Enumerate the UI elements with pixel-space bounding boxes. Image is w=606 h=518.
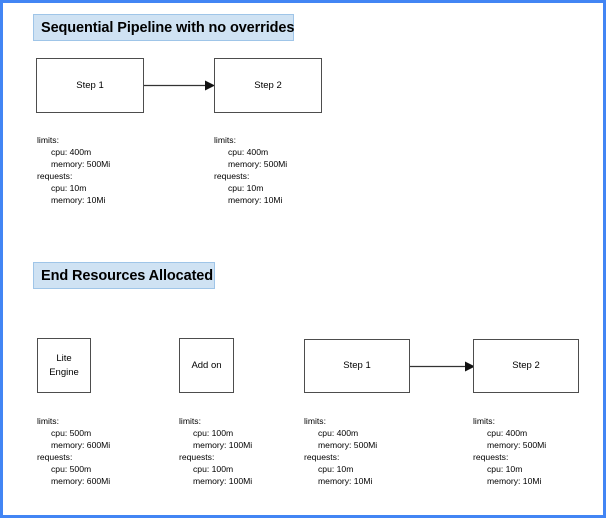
resource-block-step-2-bottom: limits: cpu: 400m memory: 500Mi requests… (473, 415, 546, 487)
requests-memory: memory: 10Mi (487, 476, 542, 487)
limits-label: limits: (37, 416, 59, 426)
requests-cpu: cpu: 100m (193, 464, 234, 475)
node-step-1-top[interactable]: Step 1 (36, 58, 144, 113)
limits-label: limits: (304, 416, 326, 426)
resource-block-step-1-top: limits: cpu: 400m memory: 500Mi requests… (37, 134, 110, 206)
requests-cpu: cpu: 10m (228, 183, 264, 194)
limits-label: limits: (179, 416, 201, 426)
node-step-1-bottom[interactable]: Step 1 (304, 339, 410, 393)
section-header-sequential-pipeline: Sequential Pipeline with no overrides (33, 14, 294, 41)
limits-memory: memory: 500Mi (228, 159, 288, 170)
resource-block-step-2-top: limits: cpu: 400m memory: 500Mi requests… (214, 134, 287, 206)
requests-memory: memory: 10Mi (228, 195, 283, 206)
limits-cpu: cpu: 400m (228, 147, 269, 158)
limits-label: limits: (37, 135, 59, 145)
node-step-2-bottom[interactable]: Step 2 (473, 339, 579, 393)
resource-block-step-1-bottom: limits: cpu: 400m memory: 500Mi requests… (304, 415, 377, 487)
limits-cpu: cpu: 400m (51, 147, 92, 158)
node-step-2-top[interactable]: Step 2 (214, 58, 322, 113)
node-label-line1: Lite (56, 352, 72, 364)
limits-cpu: cpu: 400m (318, 428, 359, 439)
requests-cpu: cpu: 500m (51, 464, 92, 475)
section-header-end-resources-allocated: End Resources Allocated (33, 262, 215, 289)
limits-label: limits: (214, 135, 236, 145)
section-header-label: End Resources Allocated (41, 267, 214, 284)
requests-label: requests: (473, 452, 509, 463)
limits-memory: memory: 500Mi (51, 159, 111, 170)
node-label-line1: Step 2 (254, 79, 282, 91)
limits-memory: memory: 600Mi (51, 440, 111, 451)
requests-cpu: cpu: 10m (487, 464, 523, 475)
resource-block-lite-engine: limits: cpu: 500m memory: 600Mi requests… (37, 415, 110, 487)
limits-cpu: cpu: 500m (51, 428, 92, 439)
requests-label: requests: (37, 171, 73, 182)
limits-cpu: cpu: 400m (487, 428, 528, 439)
node-label-line1: Step 2 (512, 360, 540, 372)
requests-memory: memory: 10Mi (318, 476, 373, 487)
node-add-on[interactable]: Add on (179, 338, 234, 393)
requests-memory: memory: 600Mi (51, 476, 111, 487)
requests-label: requests: (37, 452, 73, 463)
limits-memory: memory: 500Mi (318, 440, 378, 451)
node-label-line1: Step 1 (343, 360, 371, 372)
requests-label: requests: (214, 171, 250, 182)
node-label-line1: Step 1 (76, 79, 104, 91)
node-label-line1: Add on (191, 359, 222, 371)
requests-memory: memory: 10Mi (51, 195, 106, 206)
arrow-step1-to-step2-bottom (410, 361, 475, 372)
limits-memory: memory: 500Mi (487, 440, 547, 451)
requests-memory: memory: 100Mi (193, 476, 253, 487)
resource-block-add-on: limits: cpu: 100m memory: 100Mi requests… (179, 415, 252, 487)
section-header-label: Sequential Pipeline with no overrides (41, 19, 295, 36)
requests-cpu: cpu: 10m (51, 183, 87, 194)
limits-label: limits: (473, 416, 495, 426)
requests-label: requests: (304, 452, 340, 463)
node-label-line2: Engine (49, 366, 79, 378)
requests-cpu: cpu: 10m (318, 464, 354, 475)
limits-memory: memory: 100Mi (193, 440, 253, 451)
limits-cpu: cpu: 100m (193, 428, 234, 439)
requests-label: requests: (179, 452, 215, 463)
arrow-step1-to-step2-top (144, 80, 215, 91)
node-lite-engine[interactable]: Lite Engine (37, 338, 91, 393)
